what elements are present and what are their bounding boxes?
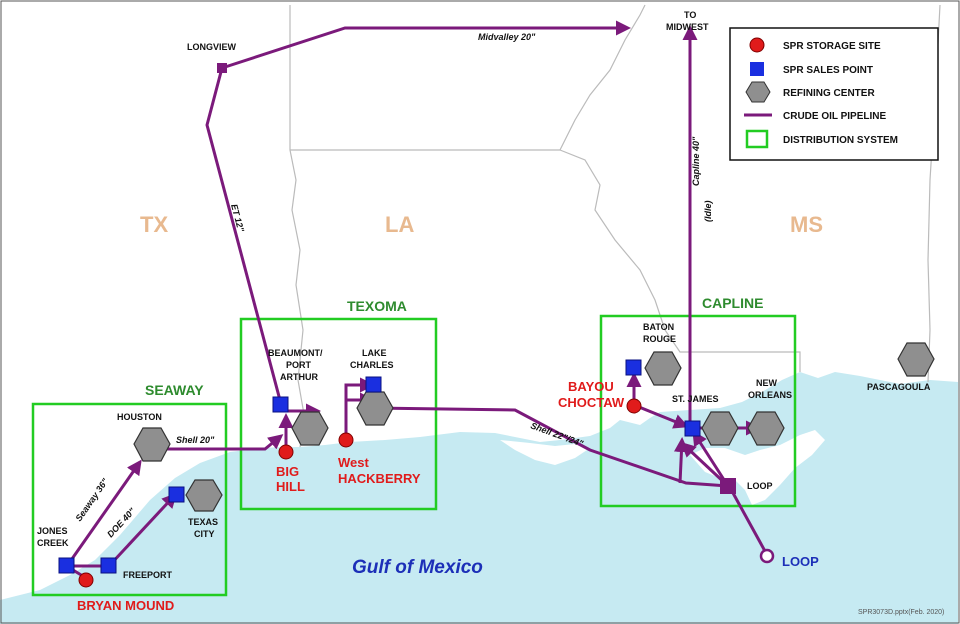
- label-lake-charles-2: CHARLES: [350, 360, 394, 370]
- refining-center-baton-rouge: [644, 351, 682, 386]
- legend-sales-point-label: SPR SALES POINT: [783, 65, 873, 76]
- label-midvalley: Midvalley 20": [478, 32, 536, 42]
- label-longview: LONGVIEW: [187, 42, 237, 52]
- refining-center-new-orleans: [747, 411, 785, 446]
- label-texas-city-1: TEXAS: [188, 517, 218, 527]
- label-west-hackberry-2: HACKBERRY: [338, 471, 421, 486]
- footnote: SPR3073D.pptx(Feb. 2020): [858, 609, 944, 616]
- state-border-la-ms: [559, 149, 801, 372]
- legend-refining-center-icon: [745, 81, 771, 103]
- state-border-river: [559, 4, 646, 151]
- label-new-orleans-2: ORLEANS: [748, 390, 792, 400]
- seaway-box: [31, 402, 228, 597]
- label-texas-city-2: CITY: [194, 529, 215, 539]
- label-pascagoula: PASCAGOULA: [867, 382, 931, 392]
- seaway-pipeline: [65, 459, 142, 567]
- texoma-box: [239, 317, 438, 511]
- shell-20-pipeline: [165, 434, 284, 451]
- delta-land: [690, 430, 825, 505]
- storage-site-bryan-mound: [78, 572, 94, 588]
- texoma-title: TEXOMA: [347, 298, 407, 314]
- seaway-title: SEAWAY: [145, 382, 204, 398]
- storage-site-west-hackberry: [338, 432, 354, 448]
- capline-box: [599, 314, 797, 508]
- hackberry-link: [344, 377, 375, 438]
- label-big-hill-2: HILL: [276, 479, 305, 494]
- label-bayou-choctaw-2: CHOCTAW: [558, 395, 625, 410]
- label-houston: HOUSTON: [117, 412, 162, 422]
- legend-distribution-icon: [745, 129, 769, 149]
- loop-offshore-terminal: [759, 548, 775, 564]
- label-baton-rouge-1: BATON: [643, 322, 674, 332]
- label-capline-1: Capline 40": [691, 136, 701, 186]
- legend-refining-center-label: REFINING CENTER: [783, 88, 875, 99]
- label-gulf-of-mexico: Gulf of Mexico: [352, 557, 483, 578]
- legend-pipeline-label: CRUDE OIL PIPELINE: [783, 111, 886, 122]
- label-loop-offshore: LOOP: [782, 554, 819, 569]
- refining-center-pascagoula: [897, 342, 935, 377]
- et-pipeline: [205, 67, 283, 405]
- refining-center-houston: [133, 427, 171, 462]
- shell-22-pipeline: [374, 406, 729, 488]
- label-beaumont-1: BEAUMONT/: [268, 348, 323, 358]
- storage-site-big-hill: [278, 444, 294, 460]
- sales-point-texas-city: [168, 486, 185, 503]
- label-to-midwest-2: MIDWEST: [666, 22, 709, 32]
- sales-point-st-james: [684, 420, 701, 437]
- label-west-hackberry-1: West: [338, 455, 369, 470]
- legend-distribution-label: DISTRIBUTION SYSTEM: [783, 135, 898, 146]
- bay-land: [500, 440, 590, 465]
- label-capline-2: (Idle): [703, 200, 713, 222]
- label-jones-creek-1: JONES: [37, 526, 68, 536]
- label-bayou-choctaw-1: BAYOU: [568, 379, 614, 394]
- sales-points: [58, 359, 701, 574]
- storage-sites: [78, 398, 642, 588]
- label-beaumont-3: ARTHUR: [280, 372, 318, 382]
- legend: SPR STORAGE SITE SPR SALES POINT REFININ…: [729, 27, 939, 161]
- junction-longview: [217, 63, 227, 73]
- label-st-james: ST. JAMES: [672, 394, 719, 404]
- doe-pipeline: [107, 492, 178, 568]
- label-new-orleans-1: NEW: [756, 378, 778, 388]
- label-lake-charles-1: LAKE: [362, 348, 387, 358]
- stjames-loop-link: [673, 437, 689, 484]
- legend-storage-site-label: SPR STORAGE SITE: [783, 41, 881, 52]
- loop-offshore-pipeline: [731, 492, 768, 554]
- state-border-tx-la: [289, 5, 306, 448]
- loop-stjames-link: [692, 430, 730, 487]
- sales-point-beaumont: [272, 396, 289, 413]
- refining-center-st-james: [701, 411, 739, 446]
- label-beaumont-2: PORT: [286, 360, 312, 370]
- sales-point-jones-creek: [58, 557, 75, 574]
- capline-title: CAPLINE: [702, 295, 763, 311]
- label-bryan-mound: BRYAN MOUND: [77, 598, 174, 613]
- sales-point-baton-rouge: [625, 359, 642, 376]
- refining-center-beaumont: [291, 411, 329, 446]
- sales-point-freeport: [100, 557, 117, 574]
- legend-storage-site-icon: [749, 37, 765, 53]
- label-jones-creek-2: CREEK: [37, 538, 69, 548]
- label-loop: LOOP: [747, 481, 773, 491]
- label-to-midwest-1: TO: [684, 10, 696, 20]
- state-label-ms: MS: [790, 212, 823, 237]
- refining-centers: [133, 342, 935, 512]
- label-freeport: FREEPORT: [123, 570, 173, 580]
- sales-point-lake-charles: [365, 376, 382, 393]
- label-shell-20: Shell 20": [176, 435, 215, 445]
- junction-loop: [720, 478, 736, 494]
- state-label-tx: TX: [140, 212, 168, 237]
- legend-sales-point-icon: [750, 62, 764, 76]
- state-label-la: LA: [385, 212, 414, 237]
- label-baton-rouge-2: ROUGE: [643, 334, 676, 344]
- storage-site-bayou-choctaw: [626, 398, 642, 414]
- label-big-hill-1: BIG: [276, 464, 299, 479]
- refining-center-texas-city: [185, 479, 223, 512]
- midvalley-pipeline: [221, 20, 631, 70]
- choctaw-stjames-link: [633, 403, 689, 429]
